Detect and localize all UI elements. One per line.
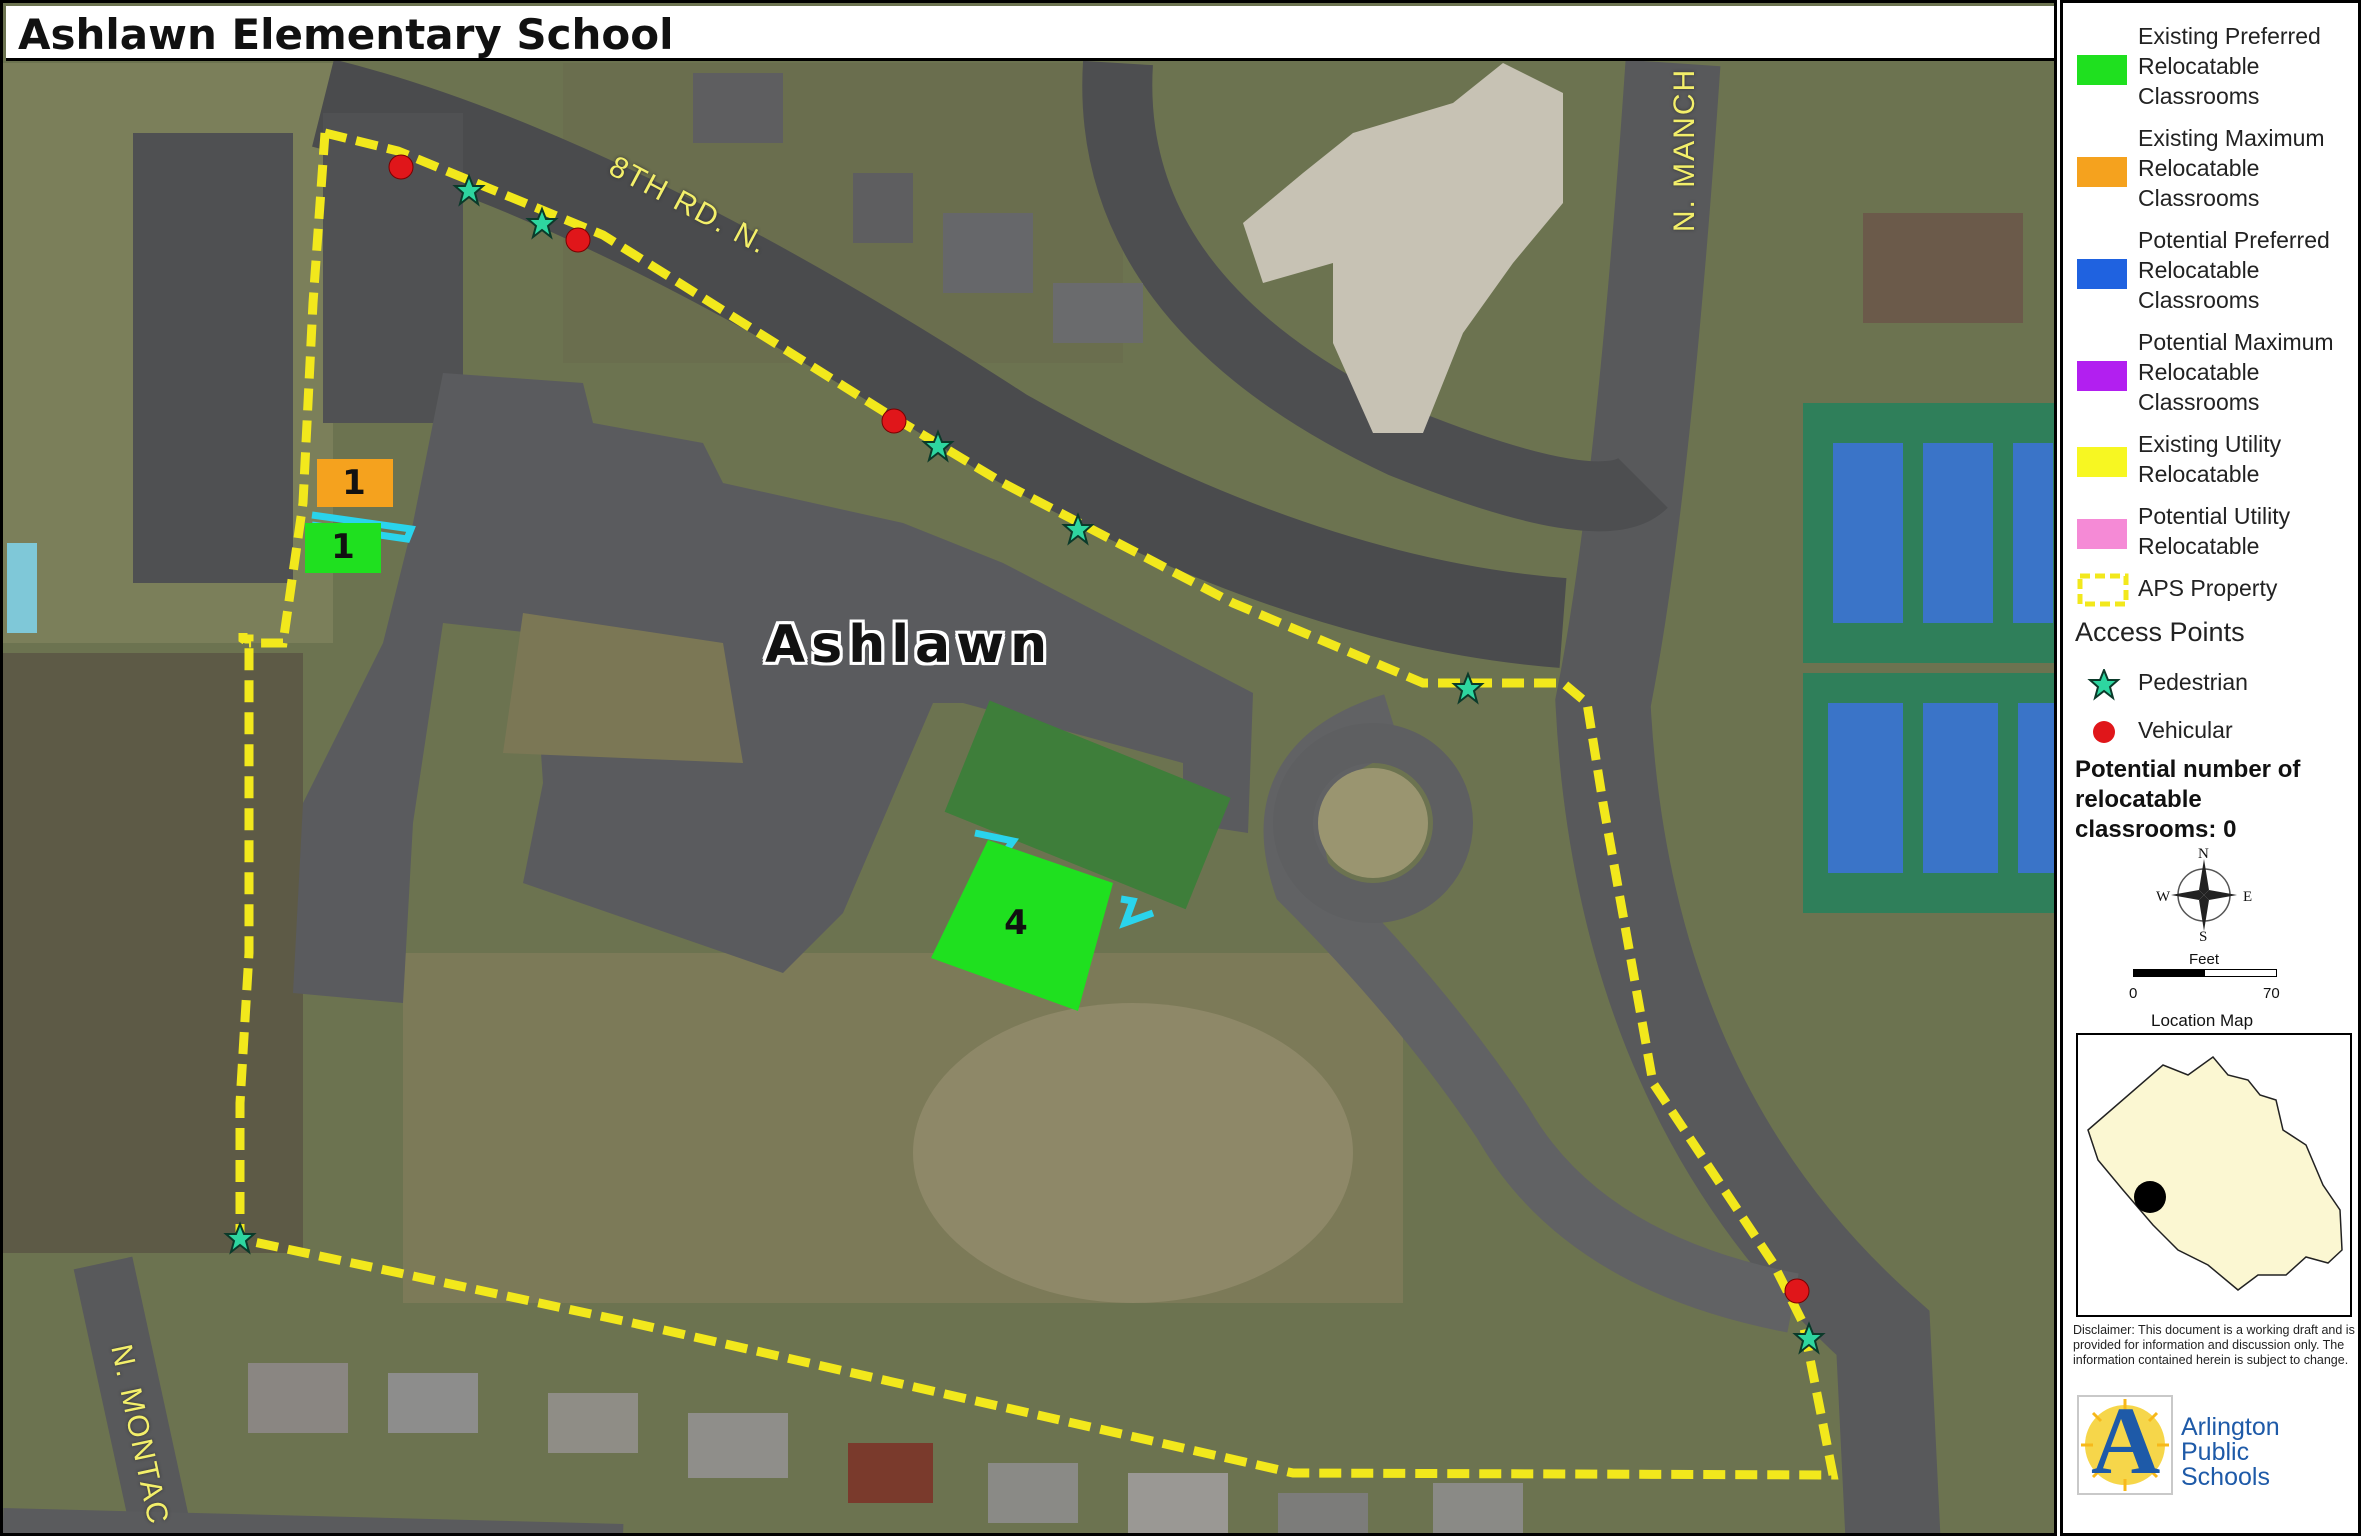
location-marker [2134,1181,2166,1213]
legend-text: Potential Preferred [2138,227,2330,253]
disclaimer: Disclaimer: This document is a working d… [2073,1323,2355,1367]
legend-text: Classrooms [2138,83,2260,109]
site-number-pref-4: 4 [1004,903,1028,943]
legend-swatch-aps-property [2077,573,2129,607]
site-existing-preferred-4 [931,840,1113,1011]
legend-text: Relocatable [2138,257,2260,283]
scale-min: 0 [2129,985,2138,1002]
legend-text: Existing Preferred [2138,23,2321,49]
legend-swatch-existing-preferred [2077,55,2127,85]
compass-n: N [2198,846,2209,862]
site-number-max: 1 [342,463,366,503]
vehicular-access-points [388,154,1810,1304]
map-title: Ashlawn Elementary School [18,10,674,59]
legend-text: APS Property [2138,575,2278,601]
access-points-heading: Access Points [2075,617,2245,647]
legend-text: Relocatable [2138,533,2260,559]
site-existing-preferred-1 [305,523,381,573]
aps-name-line: Arlington [2181,1413,2280,1441]
legend-text: Classrooms [2138,287,2260,313]
pedestrian-access-points [225,175,1824,1353]
legend-text: Relocatable [2138,155,2260,181]
legend-swatch-potential-maximum [2077,361,2127,391]
potential-count-line: Potential number of [2075,756,2301,783]
compass-e: E [2243,889,2253,905]
legend-text: Pedestrian [2138,669,2248,695]
legend-text: Relocatable [2138,359,2260,385]
aps-name-line: Schools [2181,1463,2270,1491]
legend-swatch-existing-utility [2077,447,2127,477]
compass-s: S [2199,929,2208,945]
site-number-pref-1: 1 [331,527,355,567]
aps-logo-letter: A [2091,1387,2161,1494]
potential-count: Potential number of relocatable classroo… [2075,755,2355,845]
legend-text: Potential Utility [2138,503,2291,529]
arlington-county-outline [2087,1055,2343,1291]
legend-swatch-existing-maximum [2077,157,2127,187]
compass-w: W [2156,889,2171,905]
school-label: Ashlawn [765,615,1054,675]
aps-logo-icon [2077,1395,2173,1495]
compass-rose-icon [2171,859,2237,931]
scale-max: 70 [2263,985,2280,1002]
location-map [2076,1033,2352,1317]
scale-bar [2133,969,2277,977]
potential-count-line: classrooms: 0 [2075,816,2237,843]
legend-text: Existing Maximum [2138,125,2325,151]
legend-swatch-potential-preferred [2077,259,2127,289]
vehicular-dot-icon [2093,721,2115,743]
scale-unit: Feet [2189,951,2220,968]
site-existing-maximum [317,459,393,507]
legend-text: Classrooms [2138,185,2260,211]
aps-name-line: Public [2181,1438,2250,1466]
legend-text: Relocatable [2138,461,2260,487]
aerial-imagery [3,3,2054,1533]
potential-count-line: relocatable [2075,786,2202,813]
street-label-n-manchester: N. MANCH [1668,67,1702,233]
aps-logo: A Arlington Public Schools [2077,1391,2347,1495]
legend-text: Potential Maximum [2138,329,2334,355]
map-title-box: Ashlawn Elementary School [6,6,2054,61]
location-map-title: Location Map [2151,1011,2254,1030]
pedestrian-star-icon [2087,669,2121,701]
aerial-map[interactable]: 8TH RD. N. N. MANCH N. MONTAC Ashlawn 1 … [0,0,2057,1536]
legend-text: Relocatable [2138,53,2260,79]
legend-text: Existing Utility [2138,431,2282,457]
legend-swatch-potential-utility [2077,519,2127,549]
legend-text: Classrooms [2138,389,2260,415]
legend-text: Vehicular [2138,717,2233,743]
